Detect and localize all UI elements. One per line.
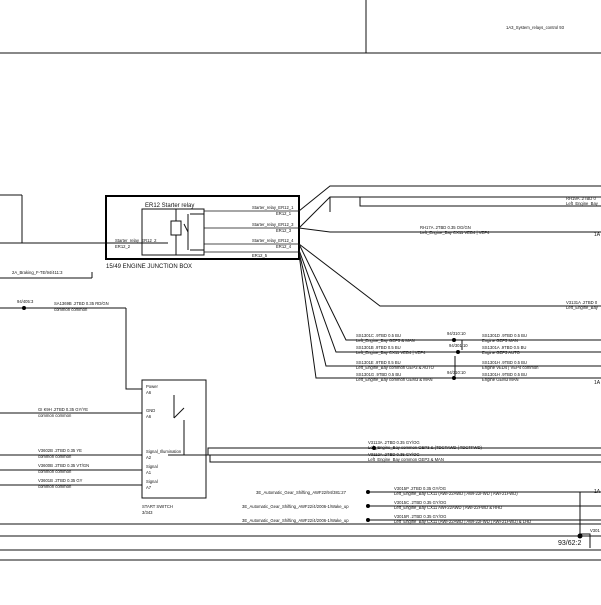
right-wire-v3131a-loc: Left_Engine_Bay (566, 305, 599, 310)
edge-label-4: 1A (594, 380, 601, 386)
right-wire-v3131a: V3131A .2TBD 0 (566, 300, 598, 305)
ss-right-2-loc: Engine GEP3 AUTO (482, 350, 521, 355)
relay-pin-2: Starter_relay_ER12_2 (115, 238, 157, 243)
switch-pin-signal-2-num: A7 (146, 485, 152, 490)
ss-right-1-loc: Engine GEP5 MAN (482, 338, 518, 343)
ss-right-2: SS1301A .9TBD 0.5 BU (482, 345, 526, 350)
switch-pin-power: Power (146, 384, 158, 389)
ss-left-3: SS1301E .9TBD 0.5 BU (356, 360, 401, 365)
switch-pin-gnd: GND (146, 408, 155, 413)
switch-pin-illum-num: A2 (146, 455, 152, 460)
gear-shift-loc-3: Left_Engine_Bay CX11 (AWF22AWD | AWF22FW… (394, 519, 531, 524)
switch-wire-2-loc: common common (38, 469, 72, 474)
relay-pin-3: Starter_relay_ER12_3 (252, 222, 294, 227)
start-switch: Power A6 GND A6 Signal_Illumination A2 S… (141, 379, 207, 515)
switch-title: START SWITCH (142, 504, 173, 509)
gear-shift-code-3: V3015R .2TBD 0.35 GY/OG (394, 514, 446, 519)
ss-left-1-loc: Left_Engine_Bay GEP5 & MAN (356, 338, 415, 343)
v3-wire-1: V3113A .2TBD 0.35 GY/OG (368, 440, 420, 445)
switch-wire-1: V3602B .2TBD 0.35 YE (38, 448, 82, 453)
gear-shift-loc-2: Left_Engine_Bay CX11 AWF22AWD | AWF22FWD… (394, 505, 502, 510)
system-relays-label: 1A3_System_relays_control 93 (506, 25, 565, 30)
relay-pin-5-sub: ER12_5 (252, 253, 268, 258)
ss-right-3-loc: Engine VED4 | VEP4 common (482, 365, 539, 370)
junction-box-title: 15/49 ENGINE JUNCTION BOX (106, 264, 192, 270)
gi-wire-code: GI K9H .2TBD 0.35 GY/YE (38, 407, 88, 412)
relay-pin-1: Starter_relay_ER12_1 (252, 205, 294, 210)
switch-wire-3-loc: common common (38, 484, 72, 489)
switch-pin-power-num: A6 (146, 390, 152, 395)
left-feed-wires (0, 194, 168, 244)
gear-shift-wires: 3E_Automatic_Gear_Shifting_AWF22/94/381:… (242, 486, 601, 548)
relay-pin-1-sub: ER12_1 (276, 211, 292, 216)
ss-right-1: SS1301D .9TBD 0.5 BU (482, 333, 527, 338)
switch-pin-signal-1-num: A1 (146, 470, 152, 475)
switch-pin-gnd-num: A6 (146, 414, 152, 419)
switch-pin-illum: Signal_Illumination (146, 449, 182, 454)
edge-label-2: 1A (594, 489, 601, 495)
ss-left-4-loc: Left_Engine_Bay common GEM3 & MAN (356, 377, 433, 382)
v3-wires: V3113A .2TBD 0.35 GY/OG Left_Engine_Bay … (190, 440, 601, 463)
left-switch-wires: 2A_Braking_F-TE/94/411:3 94/405:3 SA1369… (0, 270, 142, 489)
v3-wire-2: V3112A .2TBD 0.35 GY/OG (368, 452, 420, 457)
right-wire-rh19a-loc: Left_Engine_Bay (566, 201, 599, 206)
gi-wire-loc: common common (38, 413, 72, 418)
top-frame: 1A3_System_relays_control 93 (0, 0, 601, 54)
bottom-wires: 1A (0, 380, 601, 561)
gear-shift-loc-1: Left_Engine_Bay CX11 (AWF22AWD | AWF22FW… (394, 491, 518, 496)
right-wire-rh19a: RH19A .2TBD 0 (566, 196, 596, 201)
relay-output-wires: RH19A .2TBD 0 Left_Engine_Bay RH17A .2TB… (298, 185, 601, 310)
v3-wire-1-loc: Left_Engine_Bay common GEP3 & (TDCTAWD |… (368, 445, 482, 450)
edge-label-1: 1A (594, 232, 601, 238)
relay-pin-4: Starter_relay_ER12_4 (252, 238, 294, 243)
ss-right-4: SS1301H .9TBD 0.5 BU (482, 372, 527, 377)
ss-left-1: SS1301C .9TBD 0.5 BU (356, 333, 401, 338)
ss-left-2: SS1301B .9TBD 0.5 BU (356, 345, 401, 350)
switch-code: 3/343 (142, 510, 153, 515)
ss-right-4-loc: Engine GEM3 MAN (482, 377, 519, 382)
relay-pin-3-sub: ER12_3 (276, 228, 292, 233)
gear-shift-code-1: V3015P .2TBD 0.35 GY/OG (394, 486, 446, 491)
switch-pin-signal-1: Signal (146, 464, 158, 469)
ss-left-4: SS1301G .9TBD 0.5 BU (356, 372, 401, 377)
sa-wire-code: SA1369B .2TBD 0.35 RD/GN (54, 301, 109, 306)
ss-left-3-loc: Left_Engine_Bay common GEP3 & AUTO (356, 365, 435, 370)
splice-2: 94/301:10 (449, 343, 468, 348)
sa-wire-loc: common common (54, 307, 88, 312)
relay-pin-4-sub: ER12_4 (276, 244, 292, 249)
connector-94-405: 94/405:3 (17, 299, 34, 304)
gear-shift-ref-1: 3E_Automatic_Gear_Shifting_AWF22/94/381:… (256, 490, 347, 495)
engine-junction-box: 15/49 ENGINE JUNCTION BOX ER12 Starter r… (105, 195, 300, 270)
ss-left-2-loc: Left_Engine_Bay CX11 VED4 | VEP4 (356, 350, 426, 355)
ss-wires: 94/310:10 94/301:10 94/310:10 SS1301C .9… (298, 243, 601, 382)
gear-shift-ref-2: 3E_Automatic_Gear_Shifting_AWF22/4/2006-… (242, 504, 349, 509)
switch-pin-signal-2: Signal (146, 479, 158, 484)
gear-shift-ref-3: 3E_Automatic_Gear_Shifting_AWF22/4/2006-… (242, 518, 349, 523)
right-wire-rh17a: RH17A .2TBD 0.35 OG/GN (420, 225, 471, 230)
braking-label: 2A_Braking_F-TE/94/411:3 (12, 270, 63, 275)
ss-right-3: SS1301H .9TBD 0.5 BU (482, 360, 527, 365)
relay-title: ER12 Starter relay (145, 203, 194, 209)
switch-wire-1-loc: common common (38, 454, 72, 459)
edge-label-3: V301 (590, 528, 600, 533)
v3-wire-2-loc: Left_Engine_Bay common GEP3 & MAN (368, 457, 444, 462)
splice-3: 94/310:10 (447, 370, 466, 375)
gear-shift-code-2: V3015C .2TBD 0.35 GY/OG (394, 500, 446, 505)
right-wire-rh17a-loc: Left_Engine_Bay CX11 VED4 | VEP4 (420, 230, 490, 235)
switch-wire-2: V3600B .2TBD 0.35 VT/GN (38, 463, 89, 468)
splice-1: 94/310:10 (447, 331, 466, 336)
relay-pin-2-sub: ER12_2 (115, 244, 131, 249)
connector-93-62: 93/62:2 (558, 540, 581, 547)
switch-wire-3: V3601B .2TBD 0.35 GY (38, 478, 83, 483)
